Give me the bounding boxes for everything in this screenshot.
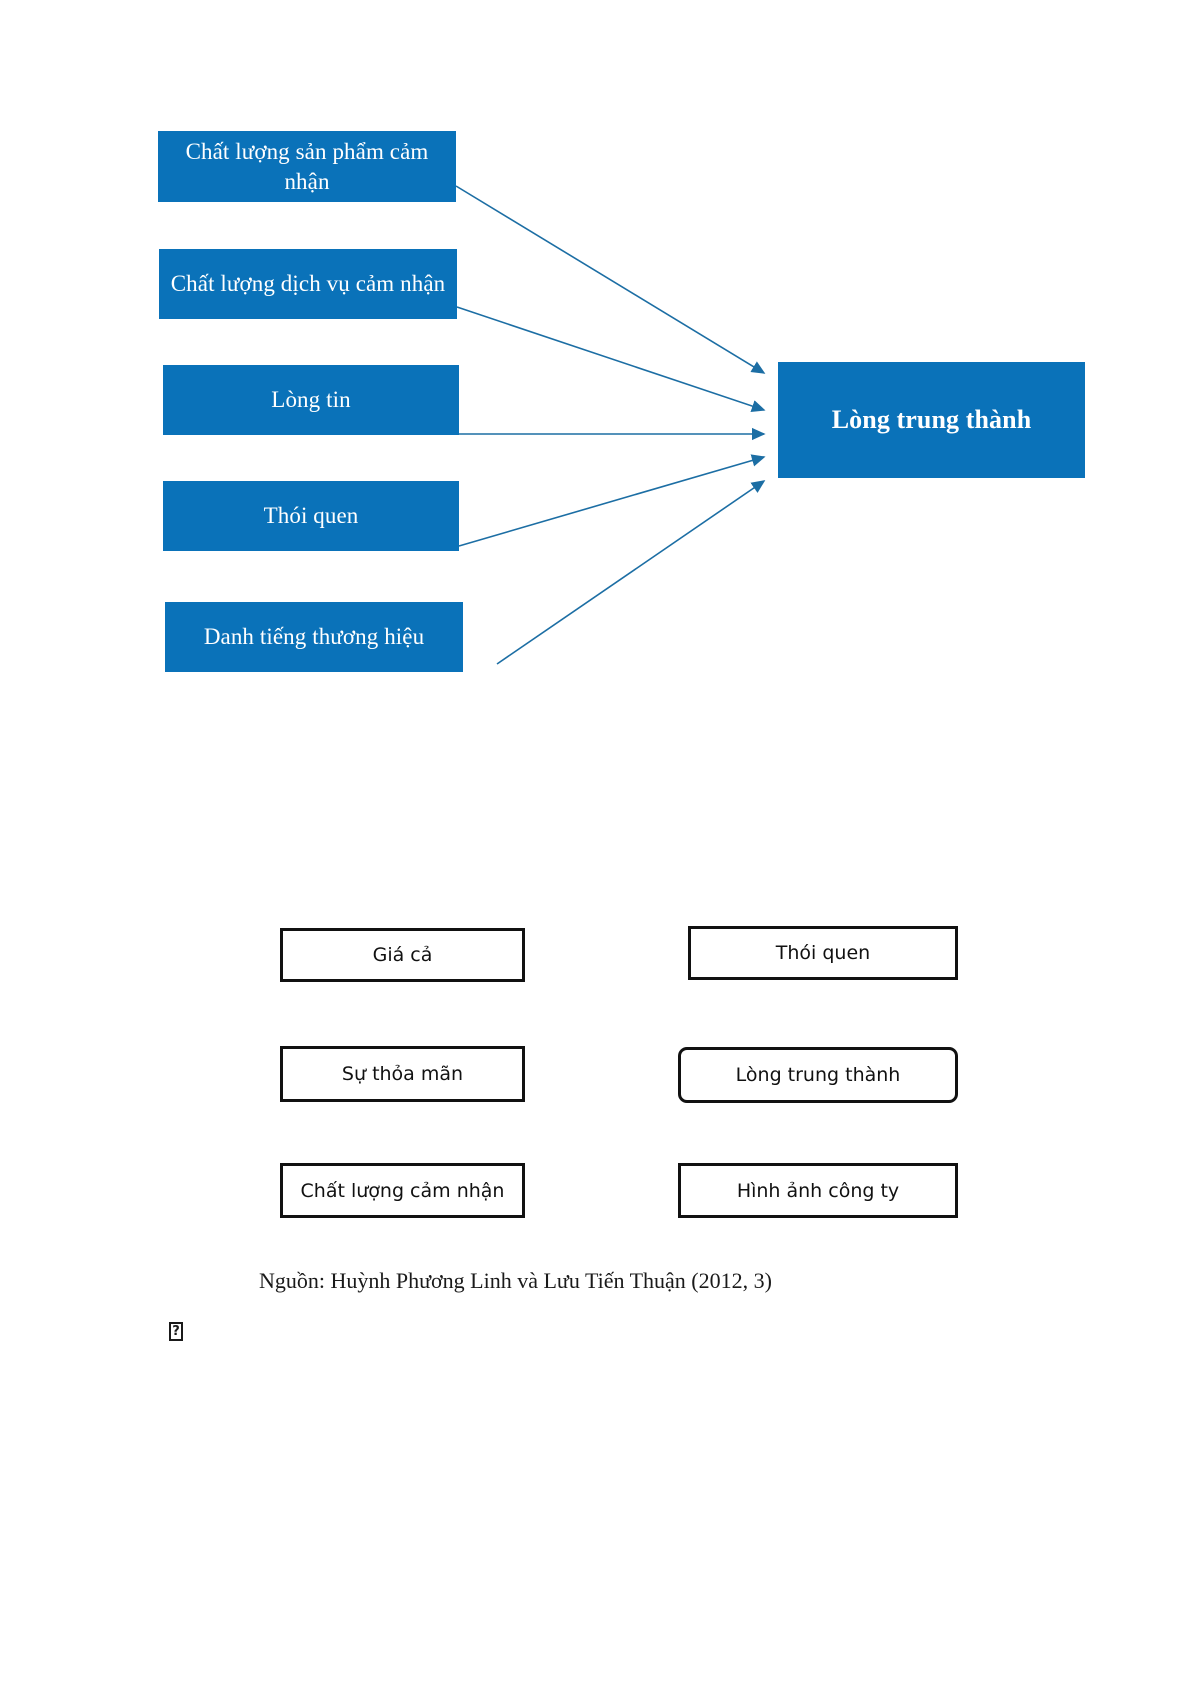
box-label: Chất lượng sản phẩm cảm nhận xyxy=(185,138,429,194)
missing-glyph-icon: ? xyxy=(169,1322,183,1341)
box-label: Hình ảnh công ty xyxy=(736,1179,900,1202)
arrow-habit-to-loyalty xyxy=(458,454,766,547)
box-perceived-quality[interactable]: Chất lượng cảm nhận xyxy=(280,1163,525,1218)
box-label: Giá cả xyxy=(372,944,433,966)
box-trust[interactable]: Lòng tin xyxy=(163,365,459,435)
box-label: Chất lượng cảm nhận xyxy=(300,1179,505,1202)
box-label: Lòng trung thành xyxy=(831,405,1032,435)
arrow-product-quality-to-loyalty xyxy=(455,185,766,374)
box-label: Thói quen xyxy=(775,942,871,964)
box-satisfaction[interactable]: Sự thỏa mãn xyxy=(280,1046,525,1102)
box-price[interactable]: Giá cả xyxy=(280,928,525,982)
box-brand-reputation[interactable]: Danh tiếng thương hiệu xyxy=(165,602,463,672)
arrow-service-quality-to-loyalty xyxy=(456,306,766,413)
box-habit[interactable]: Thói quen xyxy=(163,481,459,551)
box-perceived-product-quality[interactable]: Chất lượng sản phẩm cảm nhận xyxy=(158,131,456,202)
box-label: Danh tiếng thương hiệu xyxy=(203,624,425,650)
box-label: Chất lượng dịch vụ cảm nhận xyxy=(170,271,446,297)
box-label: Lòng trung thành xyxy=(735,1064,901,1086)
box-loyalty-target[interactable]: Lòng trung thành xyxy=(778,362,1085,478)
box-company-image[interactable]: Hình ảnh công ty xyxy=(678,1163,958,1218)
box-label: Lòng tin xyxy=(271,387,351,413)
box-habit-bottom[interactable]: Thói quen xyxy=(688,926,958,980)
box-loyalty-bottom[interactable]: Lòng trung thành xyxy=(678,1047,958,1103)
arrow-brand-reputation-to-loyalty xyxy=(496,480,766,665)
box-label: Thói quen xyxy=(263,503,359,529)
box-label: Sự thỏa mãn xyxy=(341,1063,464,1085)
source-caption: Nguồn: Huỳnh Phương Linh và Lưu Tiến Thu… xyxy=(259,1268,772,1293)
box-perceived-service-quality[interactable]: Chất lượng dịch vụ cảm nhận xyxy=(159,249,457,319)
